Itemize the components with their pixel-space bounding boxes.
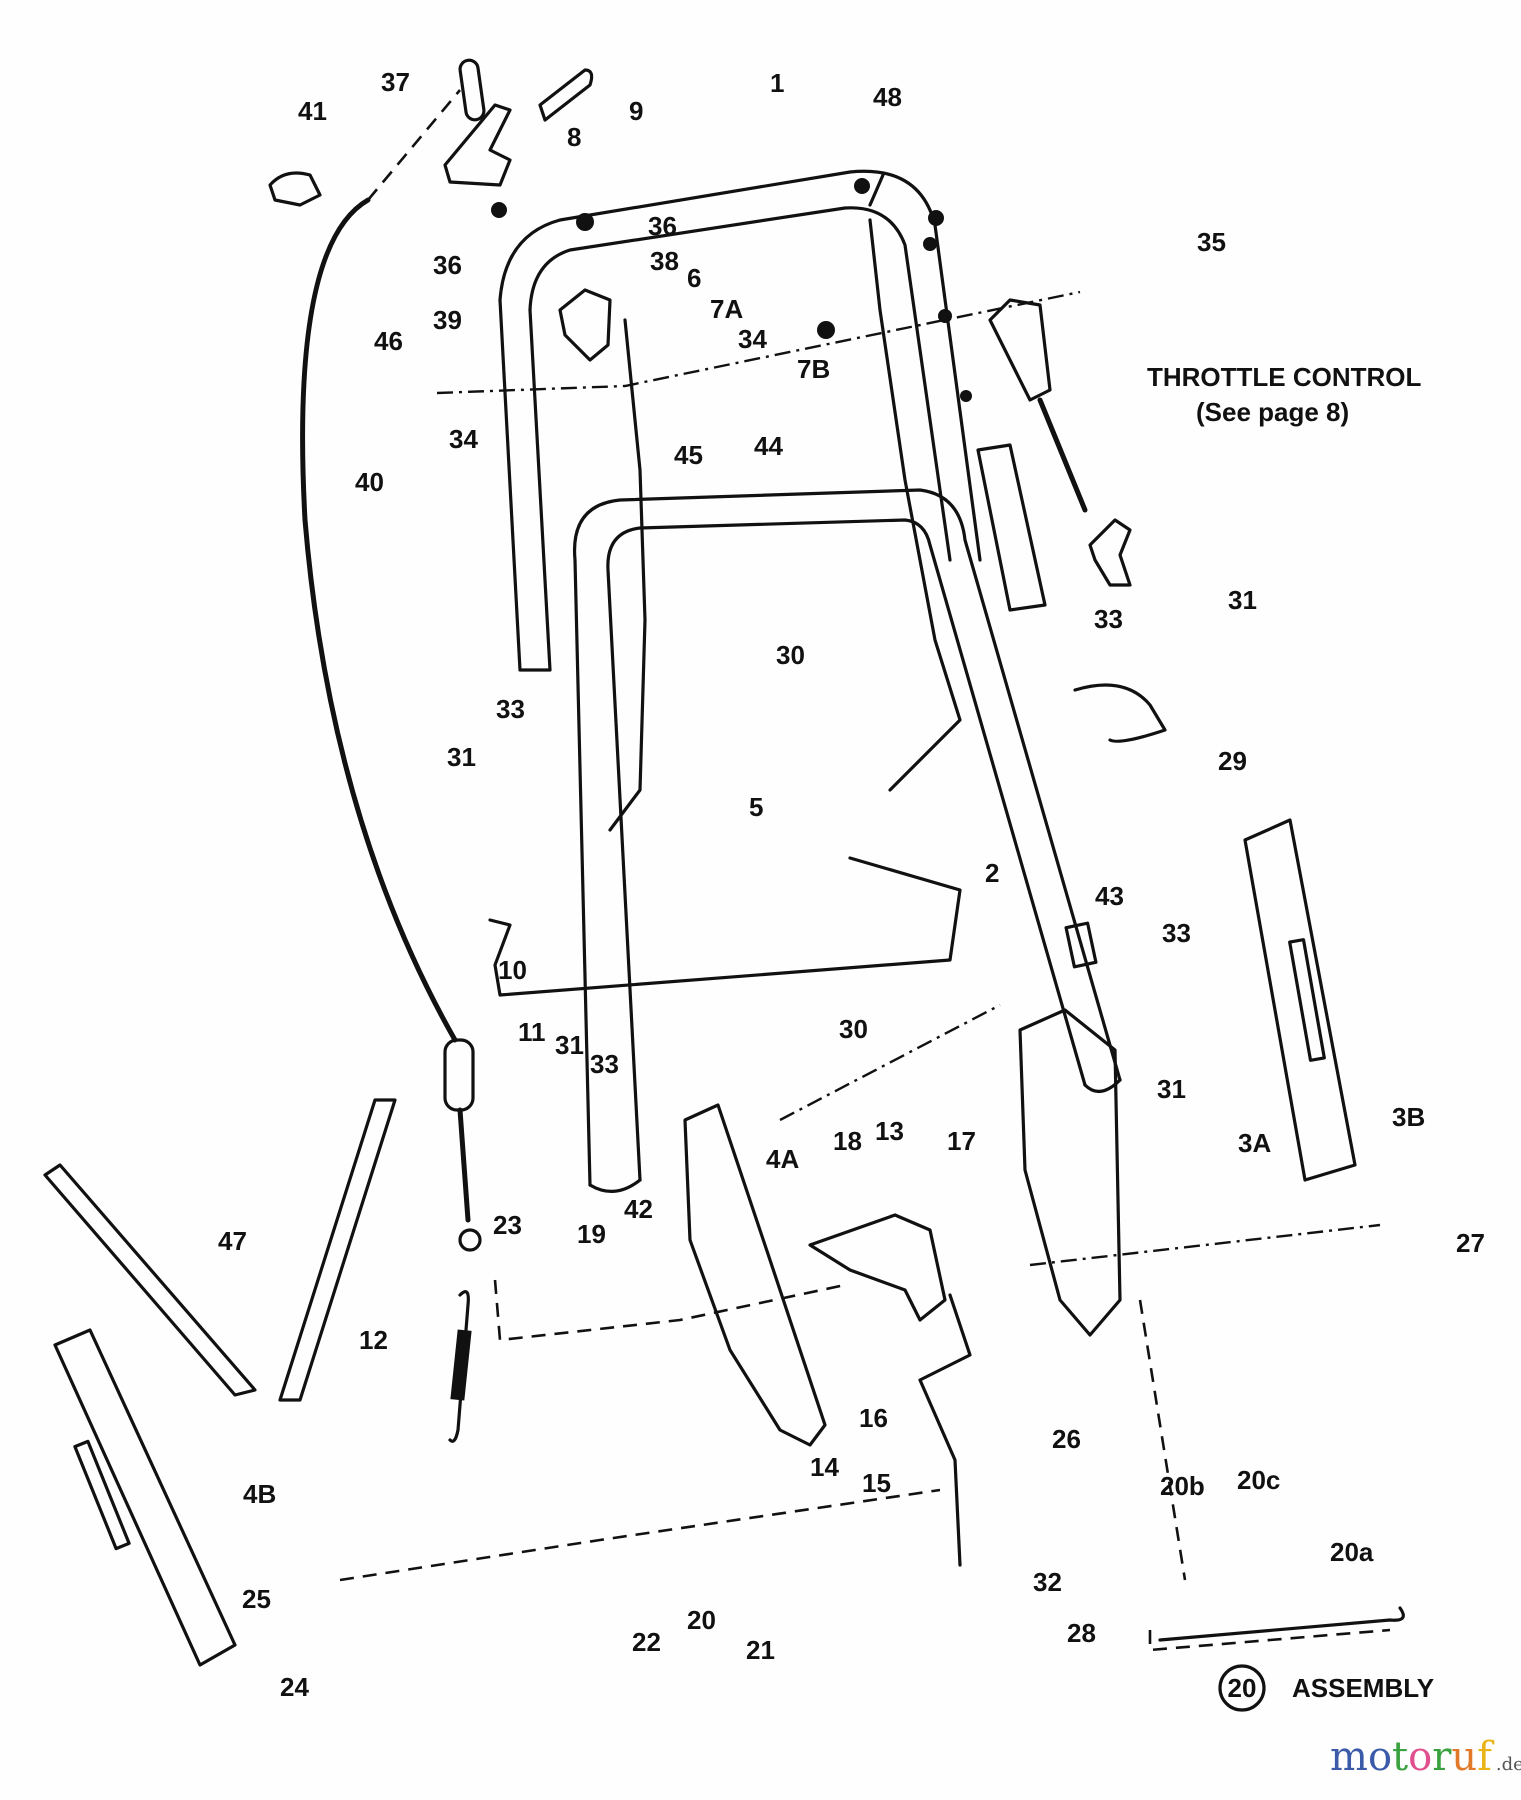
- spring-part-12: [448, 1290, 472, 1443]
- throttle-note-line2: (See page 8): [1196, 397, 1349, 427]
- callout-34b: 34: [449, 424, 478, 454]
- callout-38: 38: [650, 246, 679, 276]
- callout-29: 29: [1218, 746, 1247, 776]
- watermark-letter: m: [1330, 1734, 1368, 1780]
- callout-26: 26: [1052, 1424, 1081, 1454]
- motoruf-watermark-logo: motoruf .de: [1330, 1734, 1521, 1780]
- callout-37: 37: [381, 67, 410, 97]
- callout-31a: 31: [1228, 585, 1257, 615]
- callout-7B: 7B: [797, 354, 830, 384]
- callout-17: 17: [947, 1126, 976, 1156]
- callout-31c: 31: [555, 1030, 584, 1060]
- callout-20: 20: [687, 1605, 716, 1635]
- rod-part-5: [488, 856, 962, 997]
- callout-14: 14: [810, 1452, 839, 1482]
- callout-30b: 30: [839, 1014, 868, 1044]
- wire-part-29: [1073, 683, 1167, 743]
- watermark-letter: o: [1408, 1734, 1432, 1780]
- callout-42: 42: [624, 1194, 653, 1224]
- callout-20b: 20b: [1160, 1471, 1205, 1501]
- callout-28: 28: [1067, 1618, 1096, 1648]
- callout-33b: 33: [496, 694, 525, 724]
- callout-12: 12: [359, 1325, 388, 1355]
- side-plate-part-4A: [683, 1103, 827, 1447]
- callout-7A: 7A: [710, 294, 743, 324]
- watermark-letter: o: [1368, 1734, 1392, 1780]
- callout-25: 25: [242, 1584, 271, 1614]
- callout-31b: 31: [447, 742, 476, 772]
- callout-36b: 36: [648, 211, 677, 241]
- watermark-letter: f: [1477, 1734, 1495, 1780]
- side-plate-part-3B: [1243, 818, 1357, 1182]
- callout-36a: 36: [433, 250, 462, 280]
- watermark-text: motoruf: [1330, 1734, 1495, 1780]
- assembly-number-circle: [1218, 1664, 1266, 1712]
- callout-33c: 33: [1162, 918, 1191, 948]
- callout-33d: 33: [590, 1049, 619, 1079]
- callout-39: 39: [433, 305, 462, 335]
- callout-10: 10: [498, 955, 527, 985]
- callout-1: 1: [770, 68, 784, 98]
- callout-9: 9: [629, 96, 643, 126]
- callout-40: 40: [355, 467, 384, 497]
- side-plate-part-4B: [53, 1328, 237, 1667]
- callout-13: 13: [875, 1116, 904, 1146]
- callout-33a: 33: [1094, 604, 1123, 634]
- callout-30a: 30: [776, 640, 805, 670]
- callout-21: 21: [746, 1635, 775, 1665]
- callout-24: 24: [280, 1672, 309, 1702]
- upper-handle-part-1: [498, 169, 1047, 672]
- callout-5: 5: [749, 792, 763, 822]
- assembly-label: ASSEMBLY: [1292, 1673, 1434, 1703]
- callout-32: 32: [1033, 1567, 1062, 1597]
- side-plate-part-3A: [1018, 1008, 1122, 1337]
- callout-23: 23: [493, 1210, 522, 1240]
- callout-34a: 34: [738, 324, 767, 354]
- throttle-control-note: THROTTLE CONTROL (See page 8): [1147, 362, 1422, 427]
- lower-handle-part-2: [572, 488, 1122, 1193]
- watermark-letter: u: [1451, 1734, 1477, 1780]
- callout-27: 27: [1456, 1228, 1485, 1258]
- callout-47: 47: [218, 1226, 247, 1256]
- callout-31d: 31: [1157, 1074, 1186, 1104]
- callout-19: 19: [577, 1219, 606, 1249]
- callout-18: 18: [833, 1126, 862, 1156]
- cable-part-10: [300, 89, 482, 1252]
- assembly-guide-lines: [339, 290, 1391, 1652]
- callout-22: 22: [632, 1627, 661, 1657]
- watermark-letter: r: [1432, 1734, 1452, 1780]
- brace-bars-part-47: [43, 1098, 397, 1402]
- watermark-suffix: .de: [1496, 1754, 1521, 1775]
- watermark-letter: t: [1392, 1734, 1408, 1780]
- callout-41: 41: [298, 96, 327, 126]
- callout-15: 15: [862, 1468, 891, 1498]
- callout-4A: 4A: [766, 1144, 799, 1174]
- callout-8: 8: [567, 122, 581, 152]
- callout-3B: 3B: [1392, 1102, 1425, 1132]
- callout-35: 35: [1197, 227, 1226, 257]
- small-hardware: [268, 58, 1405, 1642]
- throttle-note-line1: THROTTLE CONTROL: [1147, 362, 1422, 392]
- assembly-note: 20 ASSEMBLY: [1218, 1664, 1434, 1712]
- callout-48: 48: [873, 82, 902, 112]
- callout-16: 16: [859, 1403, 888, 1433]
- callout-2: 2: [985, 858, 999, 888]
- callout-45: 45: [674, 440, 703, 470]
- callout-46: 46: [374, 326, 403, 356]
- callout-4B: 4B: [243, 1479, 276, 1509]
- callout-43: 43: [1095, 881, 1124, 911]
- callout-3A: 3A: [1238, 1128, 1271, 1158]
- callout-6: 6: [687, 263, 701, 293]
- callout-11: 11: [518, 1017, 546, 1047]
- callout-44: 44: [754, 431, 783, 461]
- callout-20c: 20c: [1237, 1465, 1280, 1495]
- callout-20a: 20a: [1330, 1537, 1374, 1567]
- assembly-number: 20: [1228, 1673, 1257, 1703]
